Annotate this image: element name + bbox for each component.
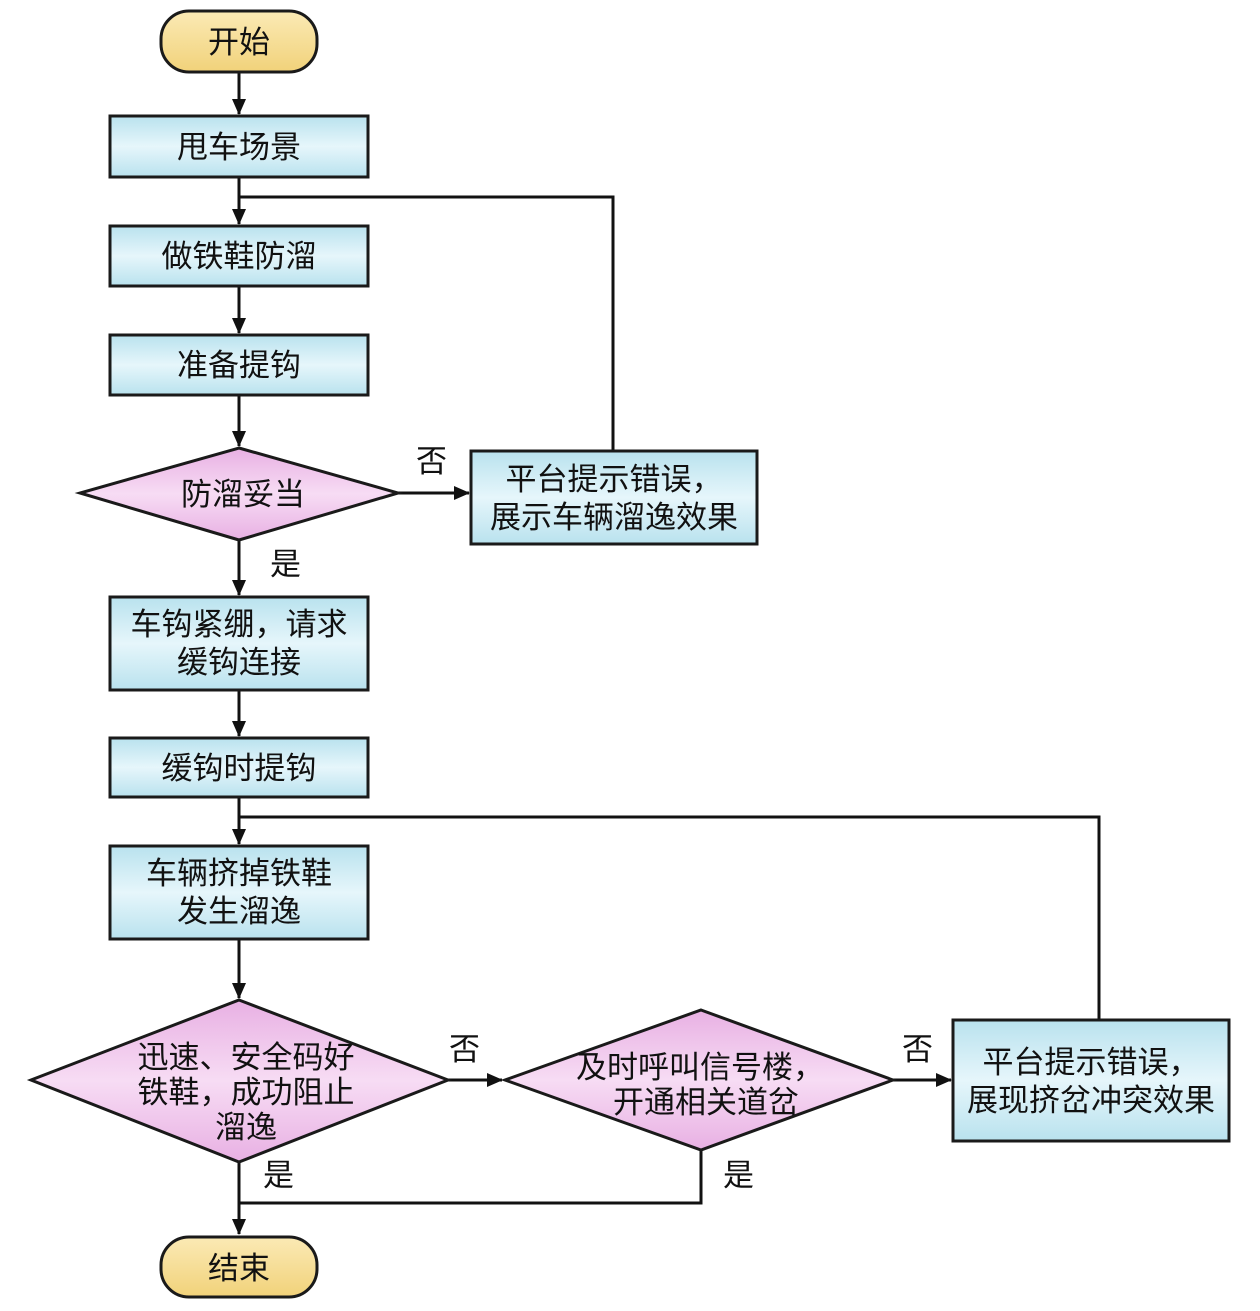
node-d3: 及时呼叫信号楼， 开通相关道岔: [500, 1008, 898, 1152]
node-n6: 车辆挤掉铁鞋 发生溜逸: [108, 844, 370, 941]
edge-err1-n2: [239, 195, 615, 451]
node-label-line-1: 迅速、安全码好: [138, 1040, 355, 1076]
node-n4: 车钩紧绷，请求 缓钩连接: [108, 595, 370, 692]
node-label-line-2: 铁鞋，成功阻止: [138, 1075, 355, 1111]
terminal-shape: [159, 9, 319, 74]
process-shape: [108, 595, 370, 692]
node-d1: 防溜妥当: [74, 446, 404, 542]
process-shape: [108, 333, 370, 397]
decision-shape: [500, 1008, 898, 1152]
node-label-line-1: 平台提示错误，: [983, 1045, 1200, 1081]
node-label: 缓钩时提钩: [162, 751, 317, 787]
process-shape: [108, 224, 370, 288]
node-label-line-2: 发生溜逸: [177, 894, 301, 930]
node-label-line-1: 及时呼叫信号楼，: [576, 1050, 824, 1086]
edge-label-d1-yes: 是: [270, 547, 301, 583]
node-label: 准备提钩: [177, 348, 301, 384]
node-label-line-2: 展现挤岔冲突效果: [967, 1083, 1215, 1119]
decision-shape: [26, 998, 453, 1164]
node-err2: 平台提示错误， 展现挤岔冲突效果: [951, 1018, 1231, 1143]
node-label-line-2: 展示车辆溜逸效果: [490, 500, 738, 536]
node-label: 甩车场景: [177, 130, 301, 166]
process-shape: [469, 449, 759, 546]
node-label-line-3: 溜逸: [215, 1110, 277, 1146]
process-shape: [108, 736, 370, 799]
process-shape: [951, 1018, 1231, 1143]
process-shape: [108, 114, 370, 179]
edge-label-d2-no: 否: [449, 1032, 480, 1068]
node-start: 开始: [159, 9, 319, 74]
node-label: 做铁鞋防溜: [162, 239, 317, 275]
node-label-line-2: 缓钩连接: [177, 645, 301, 681]
edge-labels: 否 是 否 是 否 是: [263, 444, 933, 1194]
edge-label-d3-no: 否: [902, 1032, 933, 1068]
edge-d3-end: [239, 1150, 703, 1205]
node-label: 开始: [208, 25, 270, 61]
node-label-line-1: 平台提示错误，: [506, 462, 723, 498]
edge-label-d1-no: 否: [416, 444, 447, 480]
node-label: 结束: [208, 1251, 270, 1287]
terminal-shape: [159, 1235, 319, 1299]
edges: [232, 72, 1101, 1235]
decision-shape: [74, 446, 404, 542]
node-end: 结束: [159, 1235, 319, 1299]
node-n5: 缓钩时提钩: [108, 736, 370, 799]
edge-err2-n6: [239, 815, 1101, 1020]
edge-label-d2-yes: 是: [263, 1158, 294, 1194]
node-n1: 甩车场景: [108, 114, 370, 179]
node-n3: 准备提钩: [108, 333, 370, 397]
process-shape: [108, 844, 370, 941]
edge-label-d3-yes: 是: [723, 1158, 754, 1194]
node-label-line-1: 车辆挤掉铁鞋: [146, 856, 332, 892]
node-label: 防溜妥当: [181, 477, 305, 513]
node-err1: 平台提示错误， 展示车辆溜逸效果: [469, 449, 759, 546]
node-label-line-1: 车钩紧绷，请求: [131, 607, 348, 643]
node-label-line-2: 开通相关道岔: [613, 1085, 799, 1121]
node-d2: 迅速、安全码好 铁鞋，成功阻止 溜逸: [26, 998, 453, 1164]
node-n2: 做铁鞋防溜: [108, 224, 370, 288]
